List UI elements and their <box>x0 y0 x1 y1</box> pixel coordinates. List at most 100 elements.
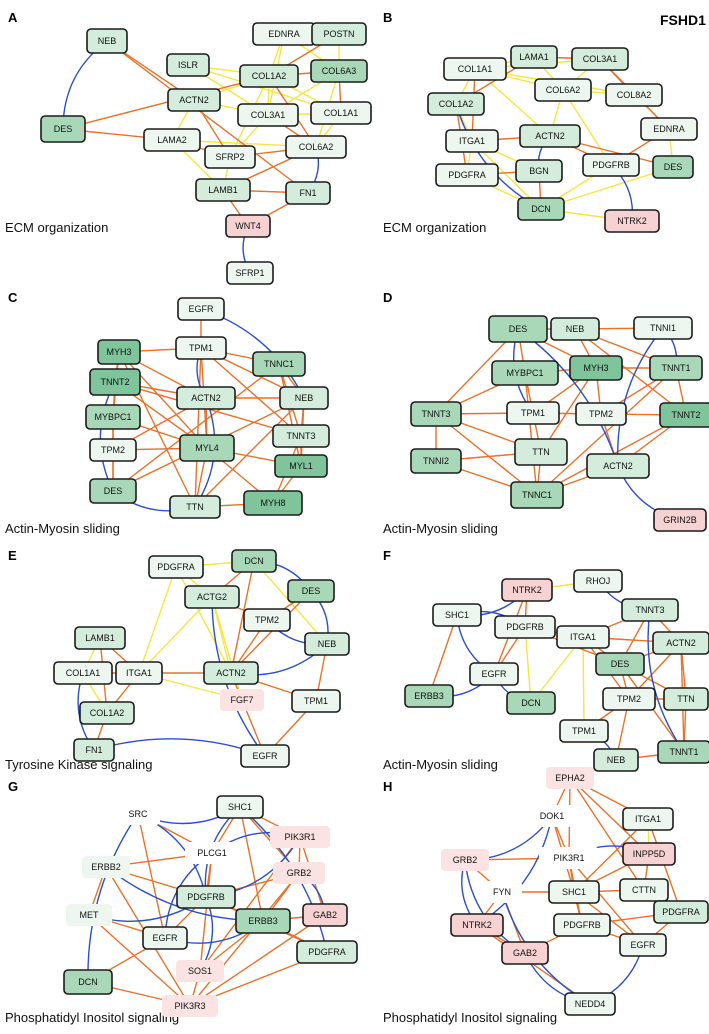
gene-node-lamb1: LAMB1 <box>195 178 251 202</box>
gene-node-ednra: EDNRA <box>252 22 316 46</box>
gene-node-box <box>410 401 462 427</box>
gene-node-box <box>272 424 330 448</box>
gene-node-label: GAB2 <box>513 948 537 958</box>
gene-node-box <box>184 585 240 609</box>
gene-node-erbb2: ERBB2 <box>82 856 130 878</box>
gene-node-pdgfra: PDGFRA <box>148 555 204 579</box>
gene-node-box <box>441 849 489 871</box>
interaction-edge <box>455 103 542 210</box>
dataset-label: FSHD1 <box>660 12 706 28</box>
interaction-edge <box>476 815 553 926</box>
gene-node-box <box>89 368 141 396</box>
gene-node-itga1: ITGA1 <box>556 625 610 649</box>
gene-node-neb: NEB <box>550 317 600 341</box>
gene-node-box <box>116 803 160 825</box>
gene-node-label: DCN <box>531 204 551 214</box>
gene-node-box <box>510 481 564 509</box>
gene-node-box <box>239 64 299 88</box>
gene-node-gab2: GAB2 <box>501 941 549 965</box>
gene-node-box <box>602 687 656 711</box>
panel-title: ECM organization <box>383 220 486 235</box>
gene-node-label: ACTN2 <box>191 393 221 403</box>
gene-node-inpp5d: INPP5D <box>622 842 676 866</box>
interaction-edge <box>138 566 177 674</box>
gene-node-box <box>510 45 558 69</box>
gene-node-col6a2: COL6A2 <box>534 78 592 102</box>
gene-node-col1a2: COL1A2 <box>239 64 299 88</box>
gene-node-label: TNNT1 <box>662 363 691 373</box>
gene-node-label: SHC1 <box>228 802 252 812</box>
interaction-edge <box>87 813 139 983</box>
interaction-edge <box>569 777 645 891</box>
gene-node-col1a1: COL1A1 <box>53 661 113 685</box>
gene-node-mybpc1: MYBPC1 <box>491 360 559 386</box>
gene-node-label: DES <box>611 659 630 669</box>
gene-node-actn2: ACTN2 <box>176 386 236 410</box>
gene-node-label: PDGFRB <box>592 160 630 170</box>
gene-node-box <box>243 490 303 516</box>
gene-node-label: ACTN2 <box>666 638 696 648</box>
gene-node-label: ACTN2 <box>179 95 209 105</box>
gene-node-box <box>274 454 328 478</box>
interaction-edge <box>562 89 612 166</box>
gene-node-box <box>169 495 221 519</box>
interaction-edge <box>647 609 685 753</box>
panel-letter: D <box>383 290 392 305</box>
gene-node-box <box>595 652 645 676</box>
gene-node-actn2: ACTN2 <box>167 88 221 112</box>
gene-node-box <box>66 904 112 926</box>
gene-node-pdgfrb: PDGFRB <box>582 153 640 177</box>
gene-node-actn2: ACTN2 <box>586 453 650 479</box>
gene-node-box <box>593 748 639 772</box>
gene-node-box <box>450 913 504 937</box>
interaction-edge <box>199 852 213 972</box>
gene-node-des: DES <box>595 652 645 676</box>
gene-node-mybpc1: MYBPC1 <box>85 404 141 430</box>
interaction-edge <box>200 347 302 437</box>
interaction-edge <box>175 566 232 674</box>
gene-node-label: COL1A2 <box>90 708 125 718</box>
interaction-edge <box>88 914 191 1007</box>
gene-node-box <box>517 197 565 221</box>
gene-node-label: FYN <box>493 887 511 897</box>
gene-node-label: TNNT3 <box>636 605 665 615</box>
gene-node-tpm1: TPM1 <box>291 689 341 713</box>
gene-node-label: NEB <box>566 324 585 334</box>
gene-node-sfrp1: SFRP1 <box>226 261 274 285</box>
gene-node-postn: POSTN <box>311 22 367 46</box>
gene-node-ntrk2: NTRK2 <box>501 578 553 602</box>
gene-node-box <box>604 209 660 233</box>
gene-node-box <box>310 59 368 83</box>
gene-node-label: DCN <box>78 977 98 987</box>
gene-node-label: TNNT2 <box>672 410 701 420</box>
gene-node-neb: NEB <box>279 386 329 410</box>
gene-node-label: COL1A2 <box>252 71 287 81</box>
gene-node-label: GRB2 <box>453 855 478 865</box>
gene-node-tpm2: TPM2 <box>575 402 627 426</box>
gene-node-box <box>302 903 348 927</box>
interaction-edge <box>112 363 280 492</box>
gene-node-box <box>548 880 600 904</box>
gene-node-box <box>435 163 499 187</box>
gene-node-box <box>622 842 676 866</box>
gene-node-box <box>167 88 221 112</box>
gene-node-label: NEB <box>318 639 337 649</box>
gene-node-label: TNNT3 <box>422 409 451 419</box>
gene-node-label: DES <box>664 162 683 172</box>
gene-node-box <box>506 691 556 715</box>
gene-node-label: PIK3R1 <box>284 832 315 842</box>
gene-node-shc1: SHC1 <box>432 603 482 627</box>
gene-node-box <box>569 355 623 381</box>
gene-node-label: SHC1 <box>562 887 586 897</box>
gene-node-box <box>605 83 663 107</box>
gene-node-label: TNNI1 <box>650 323 676 333</box>
gene-node-box <box>287 579 335 603</box>
panel-title: Actin-Myosin sliding <box>383 521 498 536</box>
interaction-edge <box>189 914 326 1007</box>
gene-node-lama1: LAMA1 <box>510 45 558 69</box>
interaction-edge <box>464 859 526 954</box>
gene-node-bgn: BGN <box>515 159 563 183</box>
